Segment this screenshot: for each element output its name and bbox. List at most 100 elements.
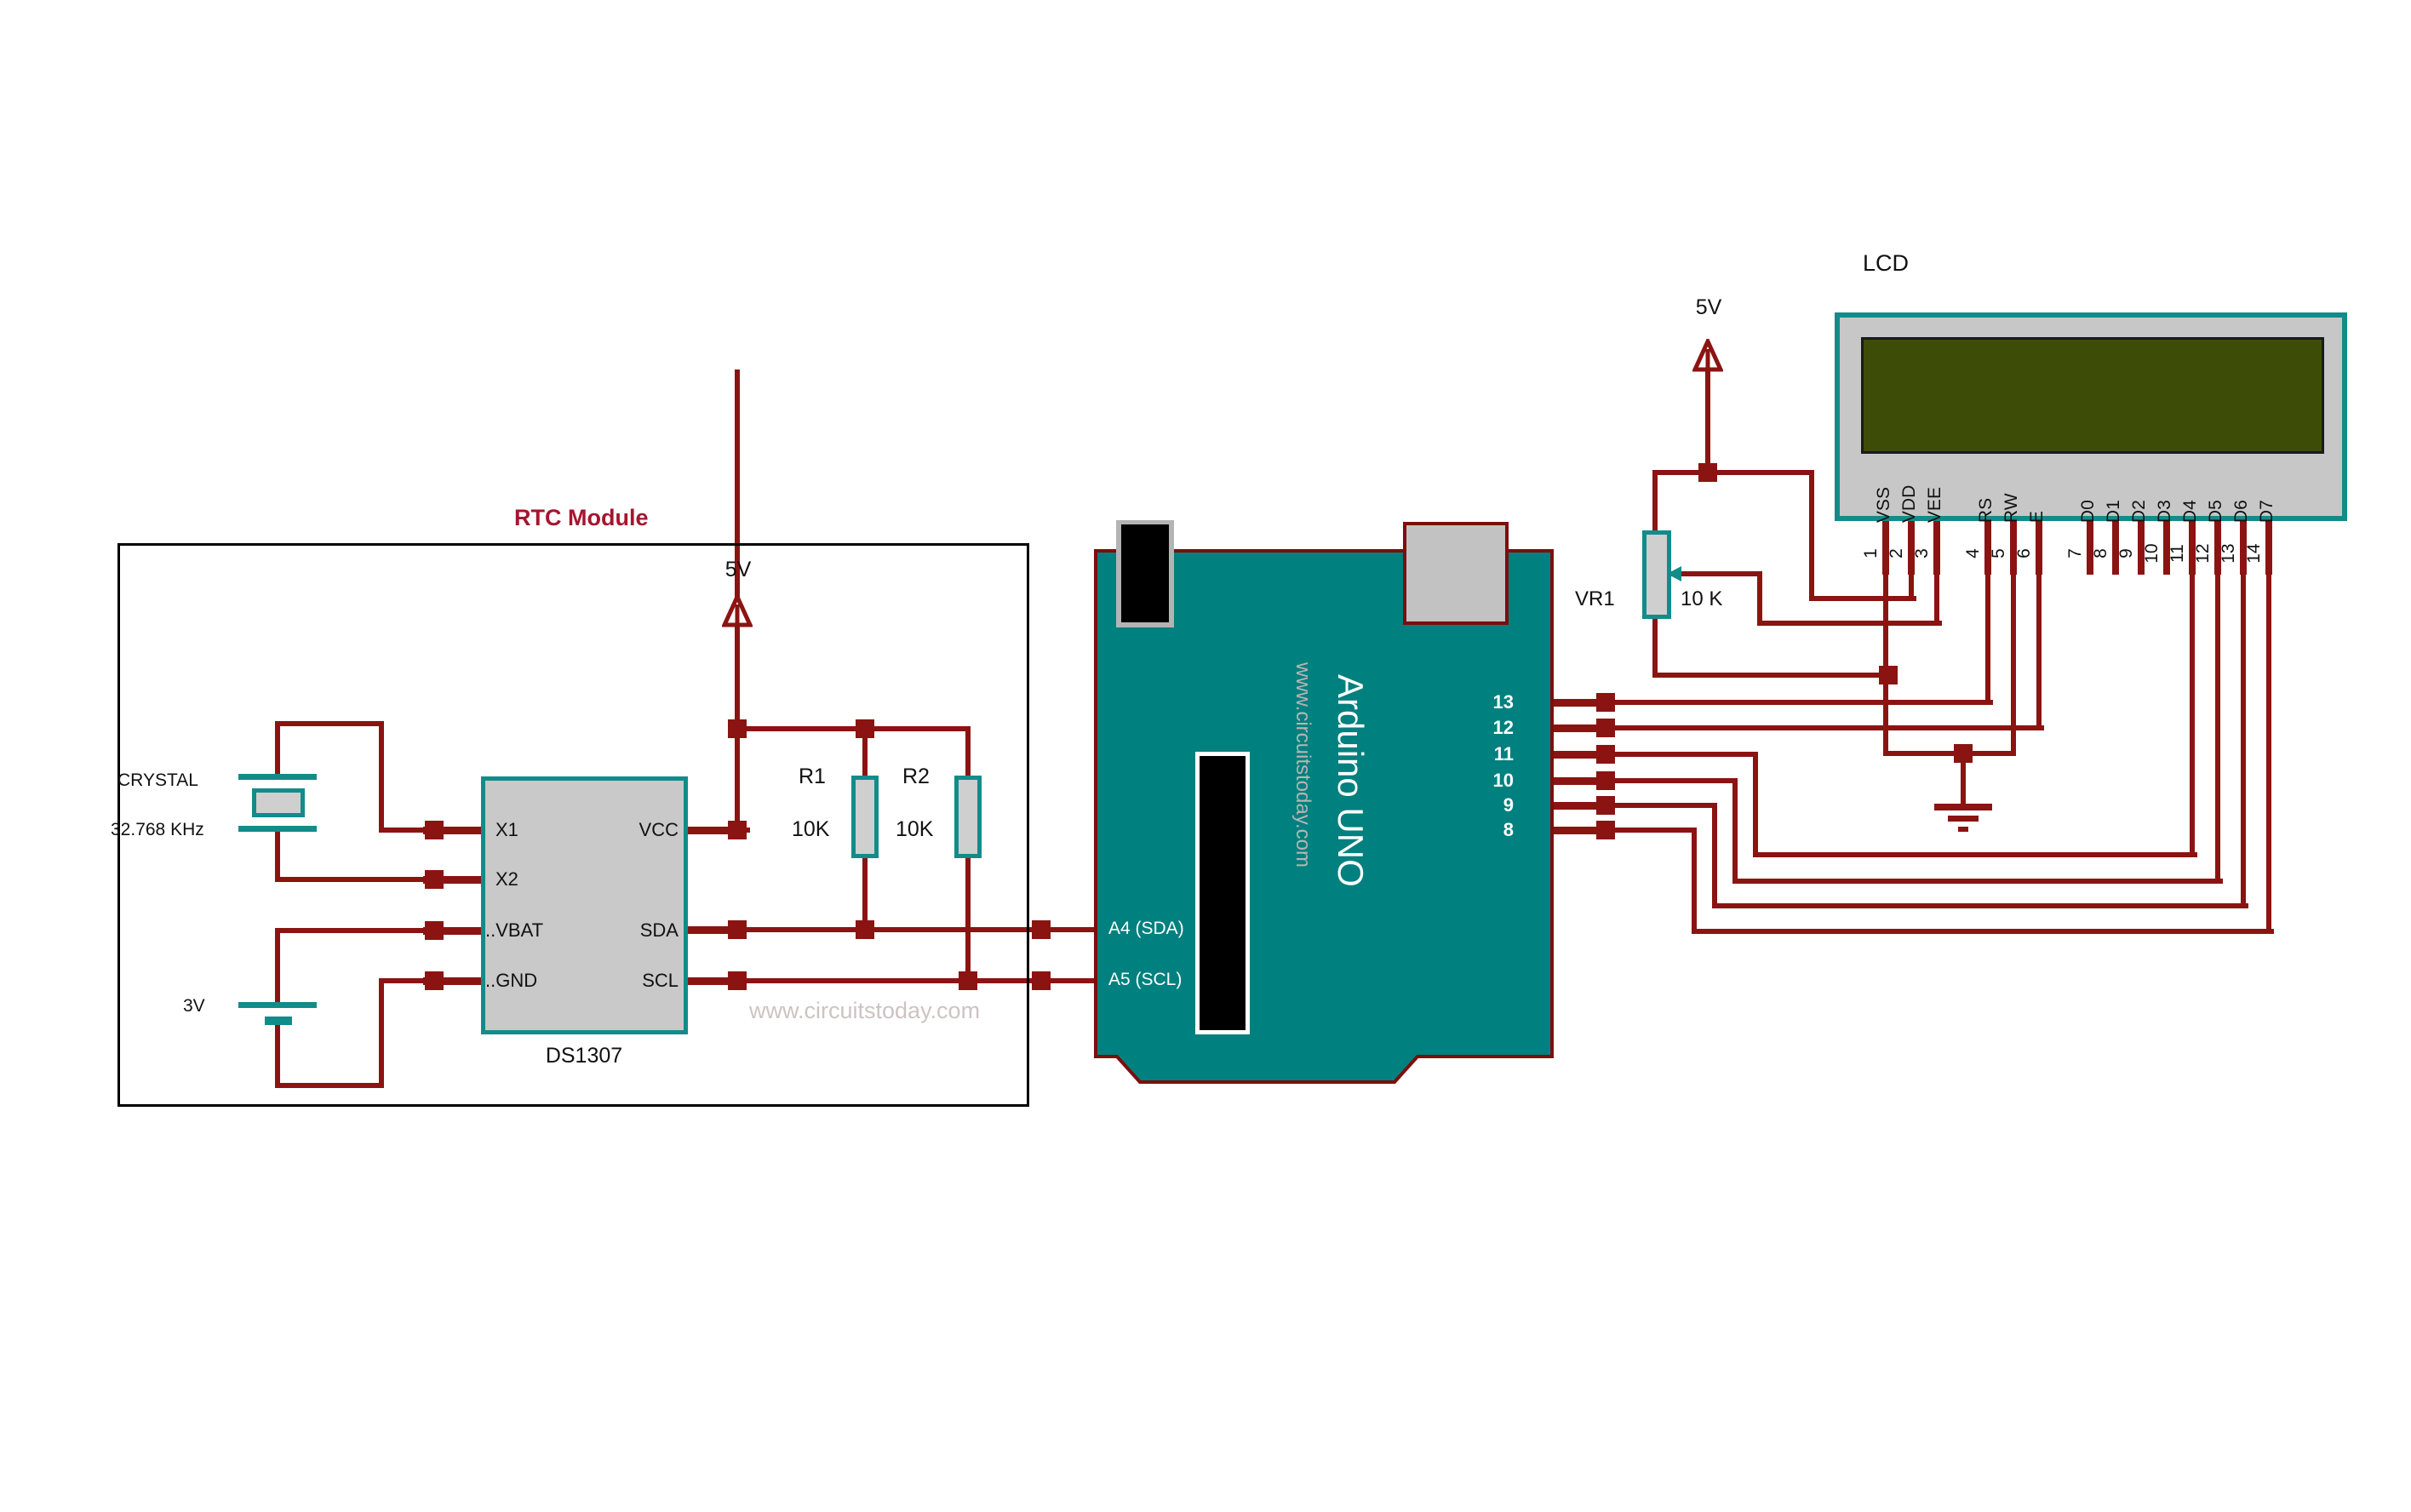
junction-dot <box>856 719 874 738</box>
arduino-pin-stub <box>1554 751 1615 759</box>
ds1307-pin-stub <box>688 827 746 834</box>
junction-dot <box>1596 693 1615 712</box>
wire <box>379 721 384 833</box>
lcd-pin-label: VSS <box>1873 487 1893 524</box>
junction-dot <box>728 719 747 738</box>
wire <box>1732 879 2223 884</box>
wire <box>1667 571 1762 576</box>
lcd-pin-number: 9 <box>2116 548 2136 558</box>
wire <box>275 928 484 933</box>
vr1-name: VR1 <box>1575 587 1615 610</box>
junction-dot <box>425 870 444 889</box>
arduino-pin-stub <box>1554 802 1615 810</box>
ds1307-pin-label: VCC <box>639 819 679 840</box>
lcd-pin-number: 1 <box>1860 548 1881 558</box>
wire <box>1652 470 1658 537</box>
ds1307-pin-stub <box>423 876 481 884</box>
lcd-pin-label: D5 <box>2205 500 2225 524</box>
wire <box>1551 778 1738 783</box>
wire <box>862 854 868 932</box>
wire <box>1551 725 2044 730</box>
junction-dot <box>1698 463 1717 482</box>
lcd-pin-stub <box>1984 521 1991 575</box>
lcd-title: LCD <box>1863 250 1910 276</box>
wire <box>1934 570 1939 626</box>
crystal-frequency: 32.768 KHz <box>111 820 204 839</box>
ds1307-chip <box>481 776 688 1034</box>
wire <box>1712 903 2248 908</box>
junction-dot <box>1032 920 1051 939</box>
lcd-pin-label: VDD <box>1898 484 1919 524</box>
ds1307-name: DS1307 <box>545 1044 623 1068</box>
rtc-module-title: RTC Module <box>514 505 649 530</box>
lcd-pin-stub <box>2189 521 2196 575</box>
crystal-body <box>252 788 305 817</box>
lcd-pin-number: 10 <box>2141 543 2162 564</box>
ds1307-pin-label: X2 <box>495 868 518 890</box>
wire <box>1753 752 1758 857</box>
arduino-digital-pin-label: 13 <box>1492 691 1514 713</box>
arduino-digital-pin-label: 9 <box>1503 794 1514 816</box>
crystal-plate-bottom <box>238 826 317 832</box>
wire <box>1883 751 2016 756</box>
arduino-pin-stub <box>1554 827 1615 834</box>
wire <box>1985 570 1990 705</box>
supply-5v-arrow-lcd <box>1692 339 1723 373</box>
arduino-digital-pin-label: 10 <box>1492 770 1514 791</box>
ds1307-pin-label: ..VBAT <box>485 919 544 941</box>
lcd-pin-number: 3 <box>1911 548 1932 558</box>
junction-dot <box>1596 821 1615 839</box>
wire <box>1961 751 1966 807</box>
lcd-pin-stub <box>2265 521 2272 575</box>
ground-icon-bar <box>1934 804 1992 810</box>
ground-icon-bar <box>1948 816 1979 822</box>
power-jack <box>1403 522 1509 625</box>
junction-dot <box>856 920 874 939</box>
arduino-a4-label: A4 (SDA) <box>1108 919 1184 938</box>
arduino-pin-stub <box>1554 699 1615 707</box>
lcd-pin-label: VEE <box>1924 487 1944 524</box>
crystal-plate-top <box>238 774 317 780</box>
vr1-value: 10 K <box>1681 587 1723 610</box>
wire <box>275 721 384 726</box>
wire <box>2190 570 2195 857</box>
lcd-pin-stub <box>2163 521 2170 575</box>
wire <box>275 1083 384 1088</box>
wire <box>1692 828 1697 934</box>
lcd-pin-stub <box>2240 521 2247 575</box>
wire <box>1883 570 1888 756</box>
lcd-pin-stub <box>2112 521 2119 575</box>
wire <box>1809 470 1814 601</box>
junction-dot <box>728 920 747 939</box>
junction-dot <box>1879 666 1898 684</box>
arduino-name: Arduino UNO <box>1331 674 1371 887</box>
lcd-pin-stub <box>2214 521 2221 575</box>
wire <box>685 978 1098 983</box>
junction-dot <box>728 821 747 839</box>
wire <box>1652 673 1891 678</box>
lcd-pin-stub <box>1882 521 1889 575</box>
wire <box>2241 570 2246 908</box>
ds1307-pin-label: SCL <box>642 970 679 991</box>
wire <box>2036 570 2042 730</box>
wire <box>1809 596 1916 601</box>
wire <box>275 721 280 779</box>
junction-dot <box>728 971 747 990</box>
battery-plate-short <box>265 1017 292 1025</box>
wire <box>1909 570 1914 601</box>
supply-5v-arrow-rtc <box>722 594 753 628</box>
lcd-pin-label: RW <box>2001 493 2021 524</box>
ds1307-pin-label: X1 <box>495 819 518 840</box>
resistor-r1-value: 10K <box>792 817 830 841</box>
arduino-a5-label: A5 (SCL) <box>1108 970 1183 989</box>
wire <box>1692 929 2274 934</box>
wire <box>735 726 971 731</box>
wire <box>275 928 280 1007</box>
lcd-pin-label: D4 <box>2179 500 2200 524</box>
wire <box>1705 369 1710 475</box>
resistor-r2-value: 10K <box>896 817 934 841</box>
lcd-pin-number: 2 <box>1886 548 1906 558</box>
ds1307-pin-stub <box>423 977 481 985</box>
lcd-pin-label: D3 <box>2154 500 2174 524</box>
